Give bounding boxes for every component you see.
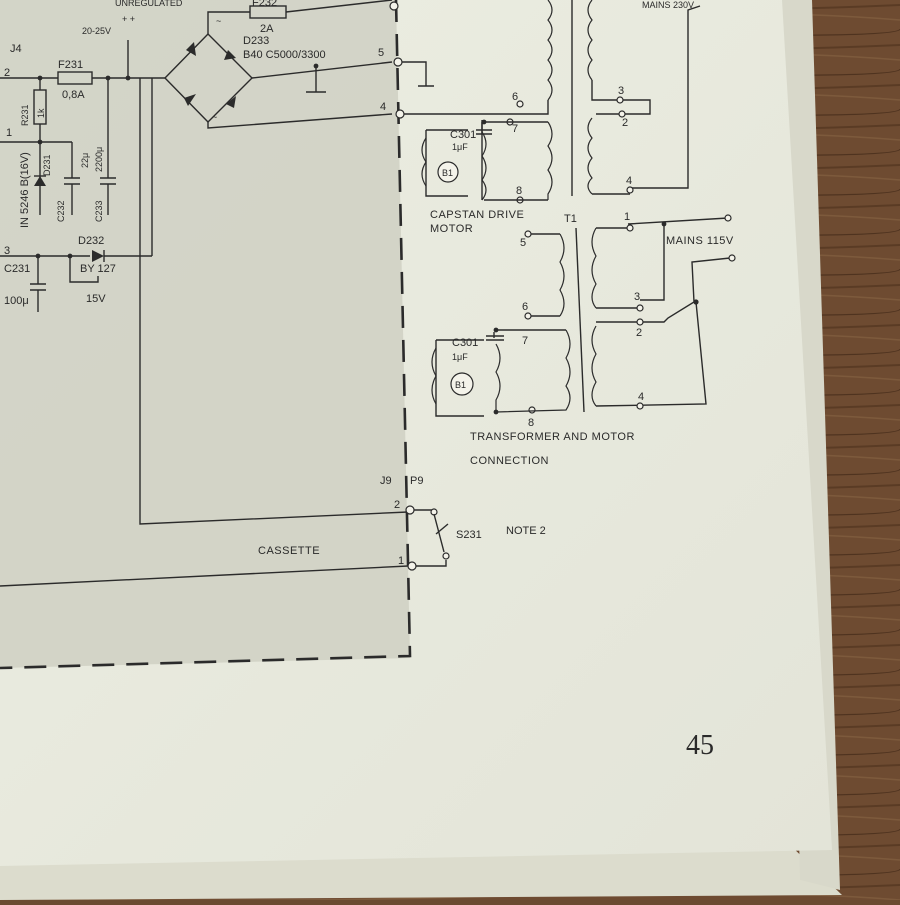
label-c233: C233 (94, 200, 104, 222)
label-230-pin-4: 4 (626, 175, 632, 187)
label-f232: F232 (252, 0, 277, 9)
label-zener: IN 5246 B(16V) (19, 152, 31, 228)
page-number: 45 (686, 730, 714, 761)
caption-115-line1: TRANSFORMER AND MOTOR (470, 431, 635, 443)
label-pin-4: 4 (380, 101, 386, 113)
label-115-pin-1: 1 (624, 211, 630, 223)
label-f231-value: 0,8A (62, 89, 85, 101)
label-230-motor: B1 (442, 168, 453, 178)
ac-tilde-top: ~ (216, 16, 221, 26)
label-115-pin-7: 7 (522, 335, 528, 347)
label-pin-1: 1 (6, 127, 12, 139)
label-unregulated: UNREGULATED (115, 0, 183, 8)
label-j9: J9 (380, 475, 392, 487)
board-boundary-dashed (0, 0, 412, 670)
ac-tilde-bottom: ~ (212, 112, 217, 122)
label-115-motor: B1 (455, 380, 466, 390)
label-f231: F231 (58, 59, 83, 71)
transformer-115-diagram (431, 214, 736, 417)
label-d233: D233 (243, 35, 269, 47)
label-s231: S231 (456, 529, 482, 541)
label-115-pin-4: 4 (638, 391, 644, 403)
label-230-pin-3: 3 (618, 85, 624, 97)
label-c231: C231 (4, 263, 30, 275)
connector-pins (389, 1, 549, 571)
label-cassette: CASSETTE (258, 545, 320, 557)
label-voltage-range: 20-25V (82, 26, 111, 36)
label-230-c301-value: 1μF (452, 142, 468, 152)
label-note-2: NOTE 2 (506, 525, 546, 537)
label-230-pin-2: 2 (622, 117, 628, 129)
label-c232-value: 22μ (80, 153, 90, 168)
label-r231: R231 (20, 104, 30, 126)
shaded-board-region (0, 0, 410, 668)
label-cassette-pin-1: 1 (398, 555, 404, 567)
power-supply-wiring (0, 0, 409, 587)
plus-marks: + + (122, 14, 135, 24)
label-115-c301: C301 (452, 337, 478, 349)
label-mains-115: MAINS 115V (666, 235, 734, 247)
label-pin-j4: 2 (4, 67, 10, 79)
label-d232: D232 (78, 235, 104, 247)
label-115-pin-6: 6 (522, 301, 528, 313)
label-r231-value: 1k (36, 108, 46, 118)
caption-230-line2: MOTOR (430, 223, 473, 235)
label-230-c301: C301 (450, 129, 476, 141)
label-d232-type: BY 127 (80, 263, 116, 275)
label-d231: D231 (42, 154, 52, 176)
label-t1: T1 (564, 213, 577, 225)
labels: UNREGULATED 20-25V + + J4 2 1 3 F231 0,8… (4, 0, 734, 761)
label-115-pin-8: 8 (528, 417, 534, 429)
label-230-pin-7: 7 (512, 123, 518, 135)
label-230-pin-8: 8 (516, 185, 522, 197)
label-bridge: B40 C5000/3300 (243, 49, 326, 61)
label-mains-230: MAINS 230V (642, 0, 694, 10)
label-pin-5: 5 (378, 47, 384, 59)
caption-230-line1: CAPSTAN DRIVE (430, 209, 524, 221)
label-115-pin-5: 5 (520, 237, 526, 249)
label-pin-3: 3 (4, 245, 10, 257)
label-115-pin-3: 3 (634, 291, 640, 303)
transformer-230-diagram (421, 0, 701, 204)
caption-115-line2: CONNECTION (470, 455, 549, 467)
label-c231-value: 100μ (4, 295, 29, 307)
label-115-c301-value: 1μF (452, 352, 468, 362)
label-c233-value: 2200μ (94, 147, 104, 172)
label-c232: C232 (56, 200, 66, 222)
cassette-switch (414, 508, 450, 567)
label-115-pin-2: 2 (636, 327, 642, 339)
label-15v: 15V (86, 293, 106, 305)
label-p9: P9 (410, 475, 423, 487)
label-230-pin-6: 6 (512, 91, 518, 103)
label-j4: J4 (10, 43, 22, 55)
label-f232-value: 2A (260, 23, 274, 35)
label-cassette-pin-2: 2 (394, 499, 400, 511)
